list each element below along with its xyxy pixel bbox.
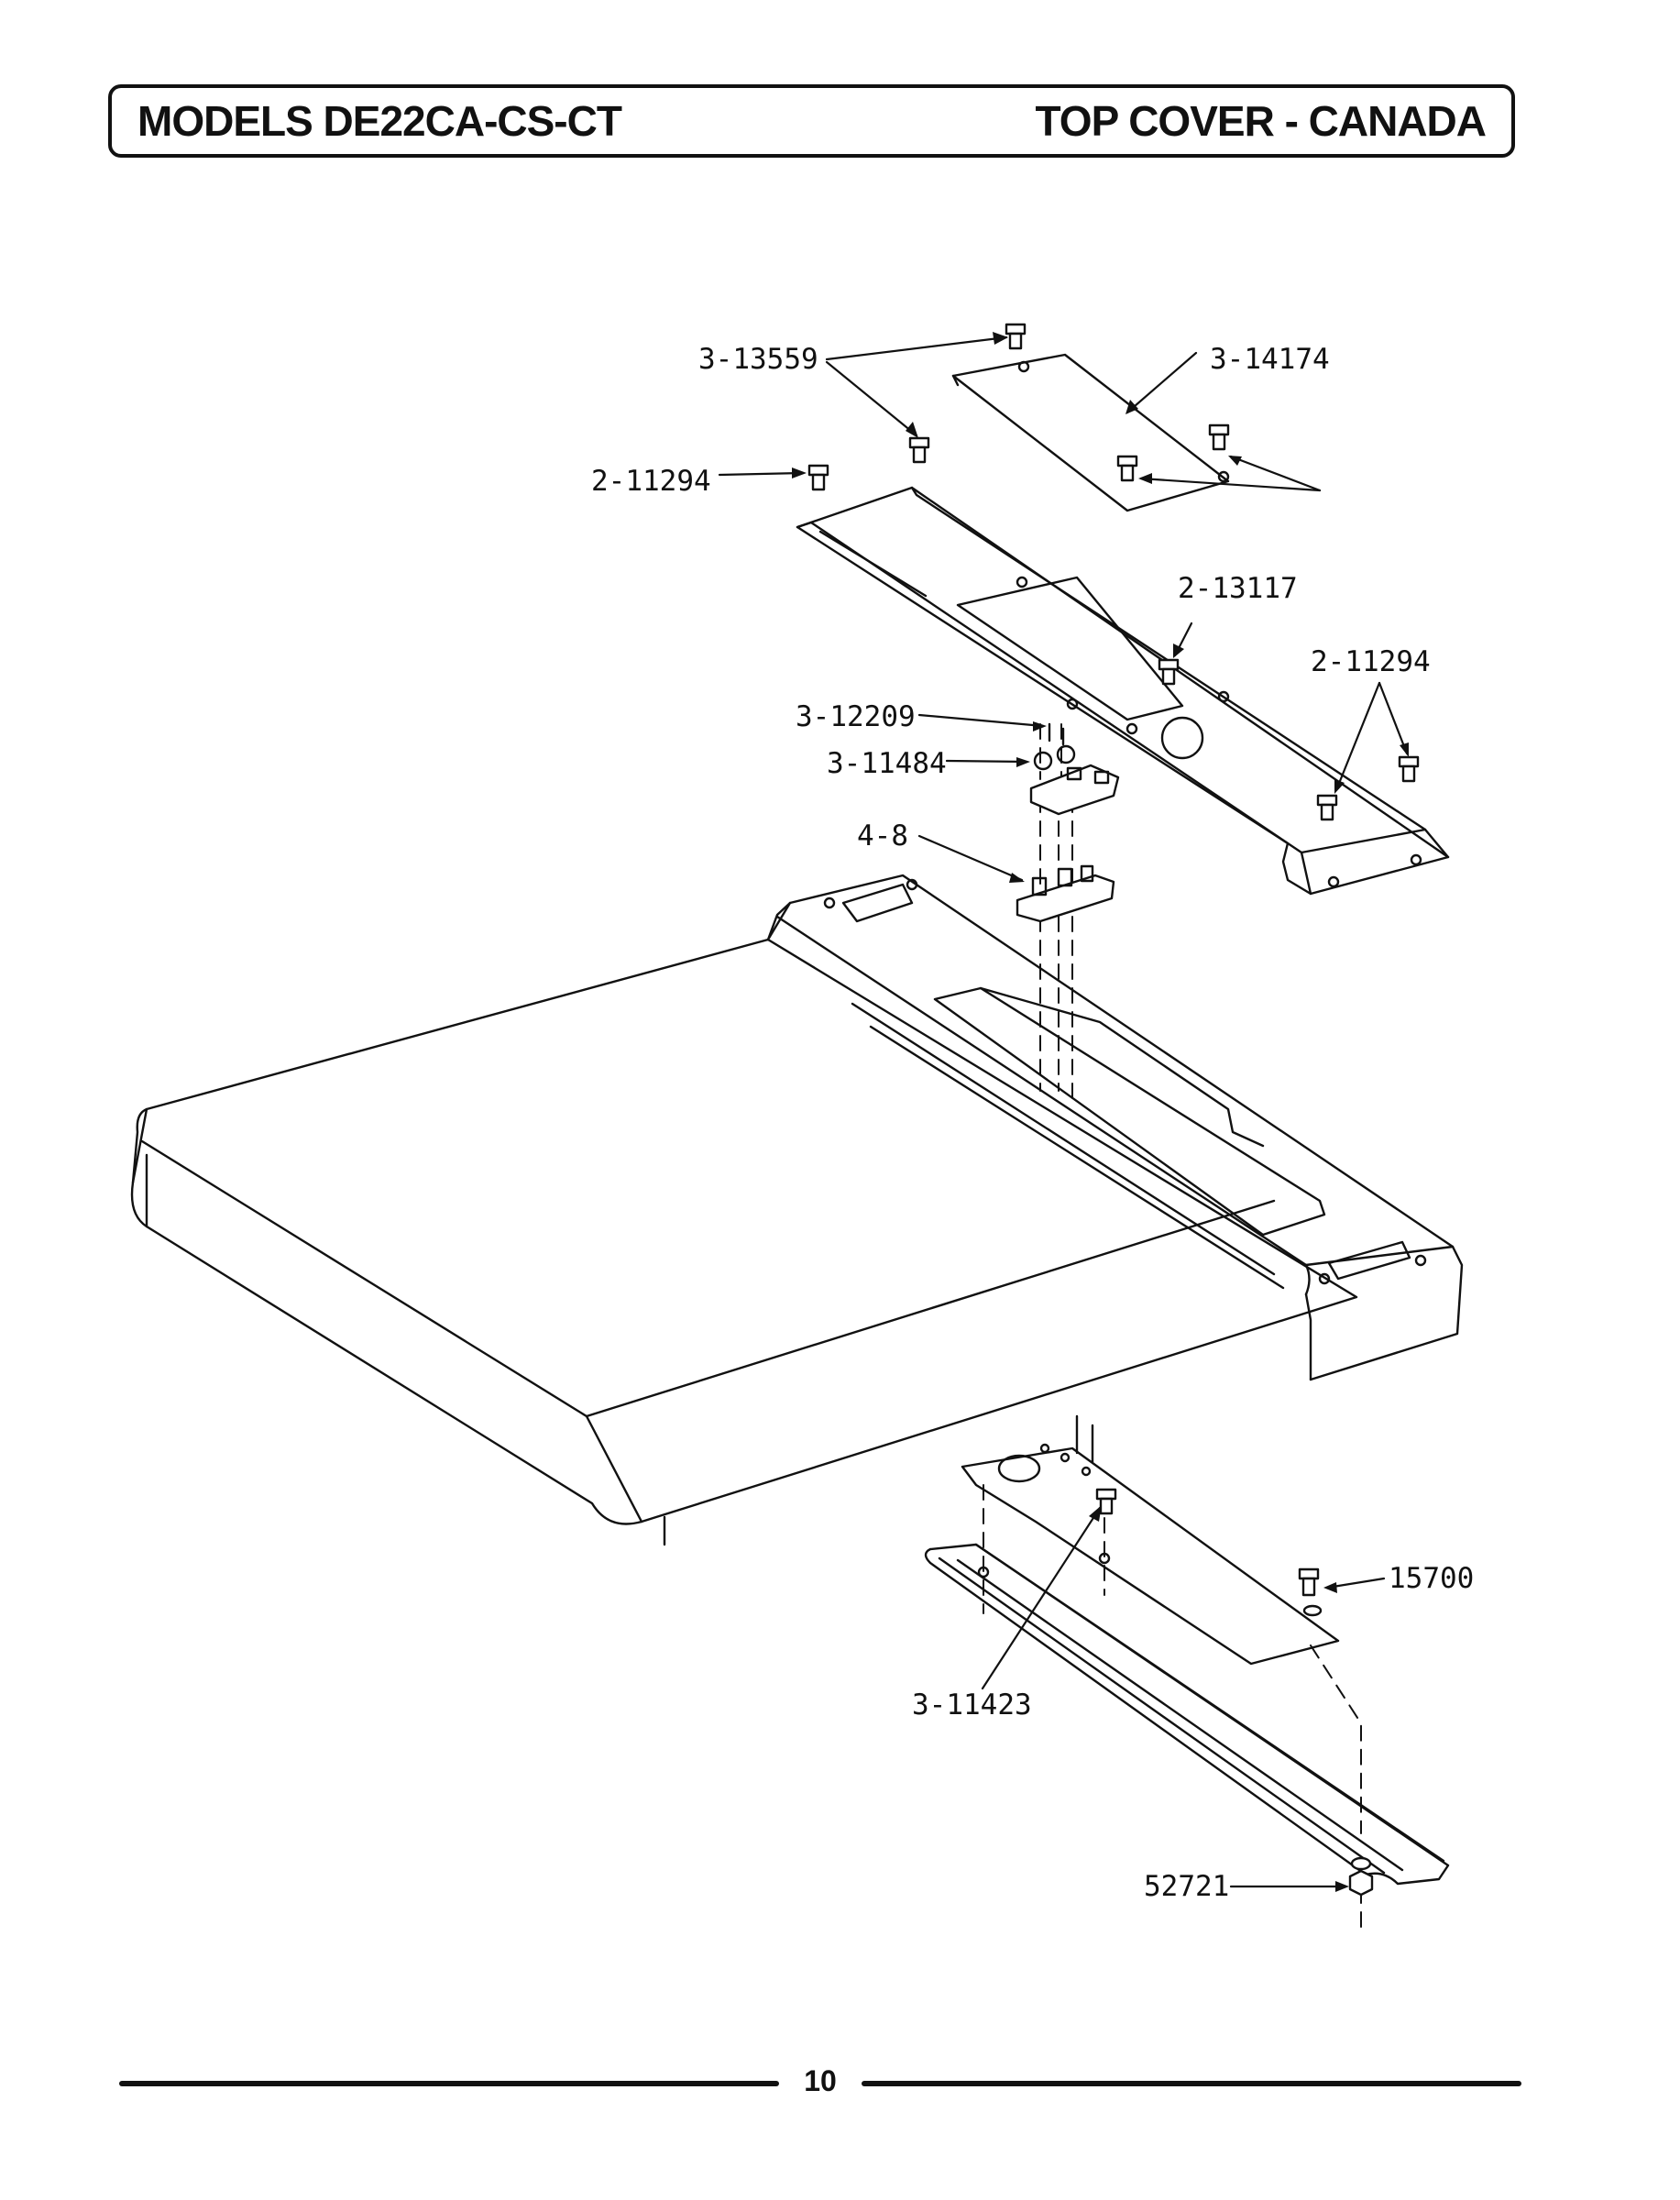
terminal-block bbox=[1016, 864, 1115, 923]
top-cover-panel bbox=[130, 874, 1464, 1546]
callout-52721: 52721 bbox=[1144, 1870, 1229, 1903]
callout-2-11294-right: 2-11294 bbox=[1311, 645, 1431, 678]
callout-3-11484: 3-11484 bbox=[827, 747, 947, 780]
callout-2-13117: 2-13117 bbox=[1178, 572, 1298, 605]
section-title: TOP COVER - CANADA bbox=[1035, 97, 1487, 145]
arrowheads bbox=[792, 332, 1409, 1892]
page-footer: 10 bbox=[119, 2064, 1521, 2101]
callout-15700: 15700 bbox=[1389, 1562, 1474, 1595]
header-frame: MODELS DE22CA-CS-CT TOP COVER - CANADA bbox=[108, 84, 1515, 158]
callout-3-13559: 3-13559 bbox=[698, 343, 818, 376]
footer-rule-left bbox=[119, 2081, 779, 2086]
page-number: 10 bbox=[804, 2064, 837, 2097]
callout-4-8: 4-8 bbox=[857, 820, 908, 852]
callout-3-12209: 3-12209 bbox=[796, 700, 916, 733]
screw-icons bbox=[807, 323, 1420, 1897]
callout-3-11423: 3-11423 bbox=[912, 1688, 1032, 1722]
cover-plate bbox=[951, 353, 1230, 512]
models-title: MODELS DE22CA-CS-CT bbox=[137, 97, 622, 145]
bottom-rail bbox=[924, 1543, 1450, 1886]
footer-rule-right bbox=[862, 2081, 1521, 2086]
callout-2-11294-left: 2-11294 bbox=[591, 465, 711, 498]
callout-3-14174: 3-14174 bbox=[1210, 343, 1330, 376]
leader-lines bbox=[718, 336, 1409, 1888]
bottom-bracket bbox=[961, 1414, 1340, 1666]
terminal-clip-assembly bbox=[1029, 722, 1120, 816]
